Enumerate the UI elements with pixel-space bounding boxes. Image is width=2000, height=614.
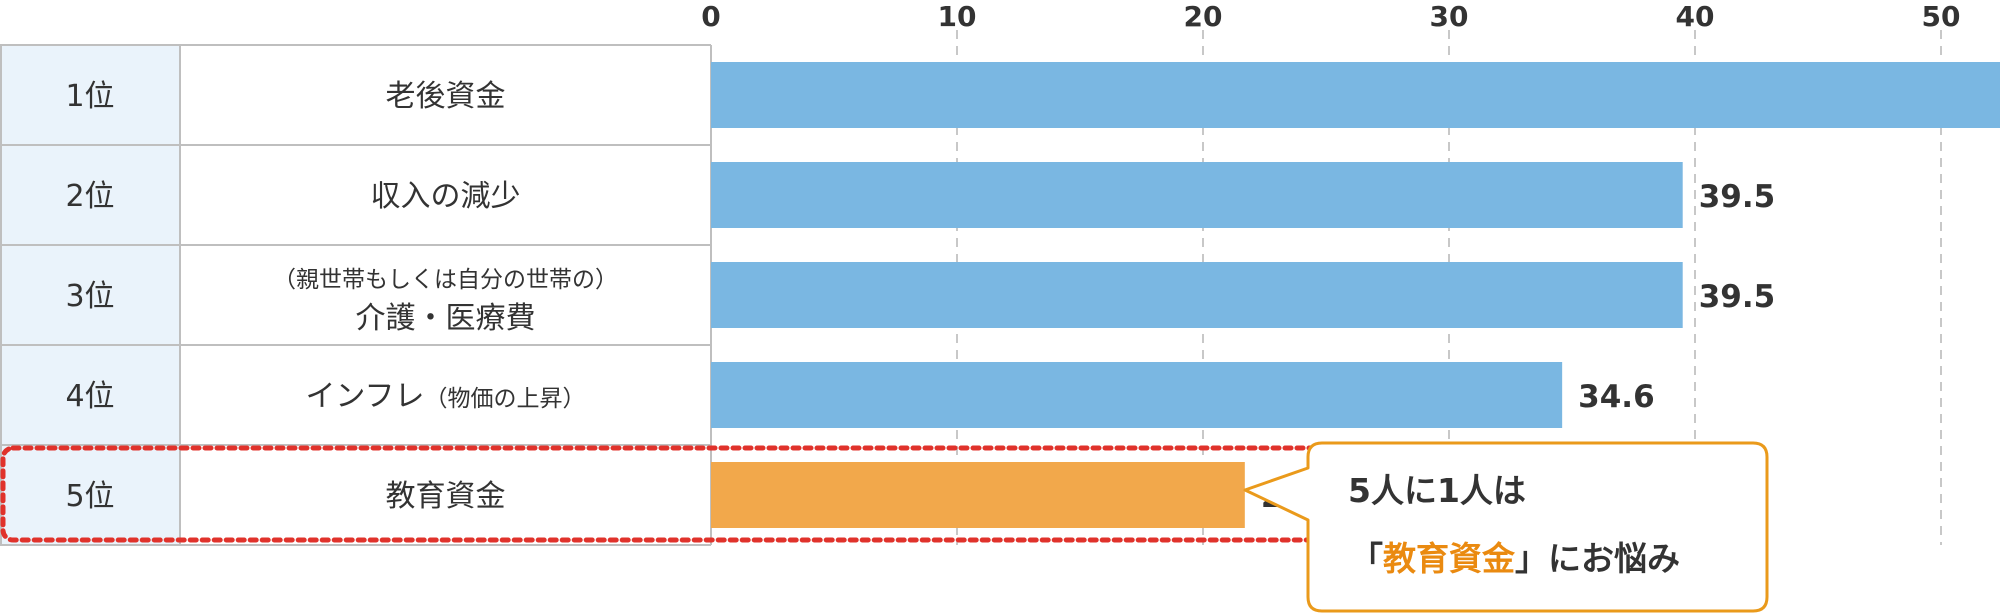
- x-tick-label: 10: [938, 0, 977, 33]
- category-cell: [180, 445, 711, 545]
- x-tick-label: 40: [1676, 0, 1715, 33]
- callout-line2-close: 」にお悩み: [1515, 539, 1680, 578]
- x-axis-ticks: 010203040506070（%）: [701, 0, 1961, 33]
- category-label: 教育資金: [386, 479, 506, 514]
- bar: [711, 62, 2000, 128]
- category-cell: [180, 345, 711, 445]
- category-cell: [180, 45, 711, 145]
- callout-line1: 5人に1人は: [1348, 471, 1526, 510]
- x-tick-label: 50: [1922, 0, 1961, 33]
- callout: 5人に1人は 「教育資金」にお悩み: [1243, 441, 1769, 613]
- rank-cell: [0, 345, 180, 445]
- x-tick-label: 30: [1430, 0, 1469, 33]
- rank-label: 2位: [65, 179, 114, 214]
- bar-highlight: [711, 462, 1245, 528]
- callout-bubble: [1243, 441, 1769, 613]
- rank-label: 4位: [65, 379, 114, 414]
- rank-cell: [0, 245, 180, 345]
- rank-cell: [0, 45, 180, 145]
- rank-cell: [0, 145, 180, 245]
- value-label: 39.5: [1699, 179, 1776, 215]
- category-cell: [180, 245, 711, 345]
- value-label: 34.6: [1578, 379, 1655, 415]
- callout-line2-accent: 教育資金: [1383, 539, 1516, 578]
- category-label: 収入の減少: [371, 179, 521, 214]
- bar: [711, 362, 1563, 428]
- category-label-sub: （物価の上昇）: [425, 386, 586, 412]
- category-label: 介護・医療費: [356, 301, 536, 336]
- category-table: 1位 老後資金 2位 収入の減少 3位 （親世帯もしくは自分の世帯の） 介護・医療費 4位 イン…: [0, 44, 712, 546]
- category-label: 老後資金: [386, 79, 506, 114]
- bar: [711, 262, 1683, 328]
- category-label-main: インフレ: [305, 379, 424, 414]
- x-tick-label: 20: [1184, 0, 1223, 33]
- category-cell: [180, 145, 711, 245]
- bar: [711, 162, 1683, 228]
- rank-label: 5位: [65, 479, 114, 514]
- category-label: インフレ（物価の上昇）: [305, 379, 585, 414]
- rank-label: 1位: [65, 79, 114, 114]
- callout-line2: 「教育資金」にお悩み: [1350, 539, 1680, 578]
- x-tick-label: 0: [701, 0, 720, 33]
- rank-cell: [0, 445, 180, 545]
- rank-label: 3位: [65, 279, 114, 314]
- category-label-sub: （親世帯もしくは自分の世帯の）: [273, 267, 618, 293]
- value-label: 39.5: [1699, 279, 1776, 315]
- callout-line2-open: 「: [1350, 539, 1383, 578]
